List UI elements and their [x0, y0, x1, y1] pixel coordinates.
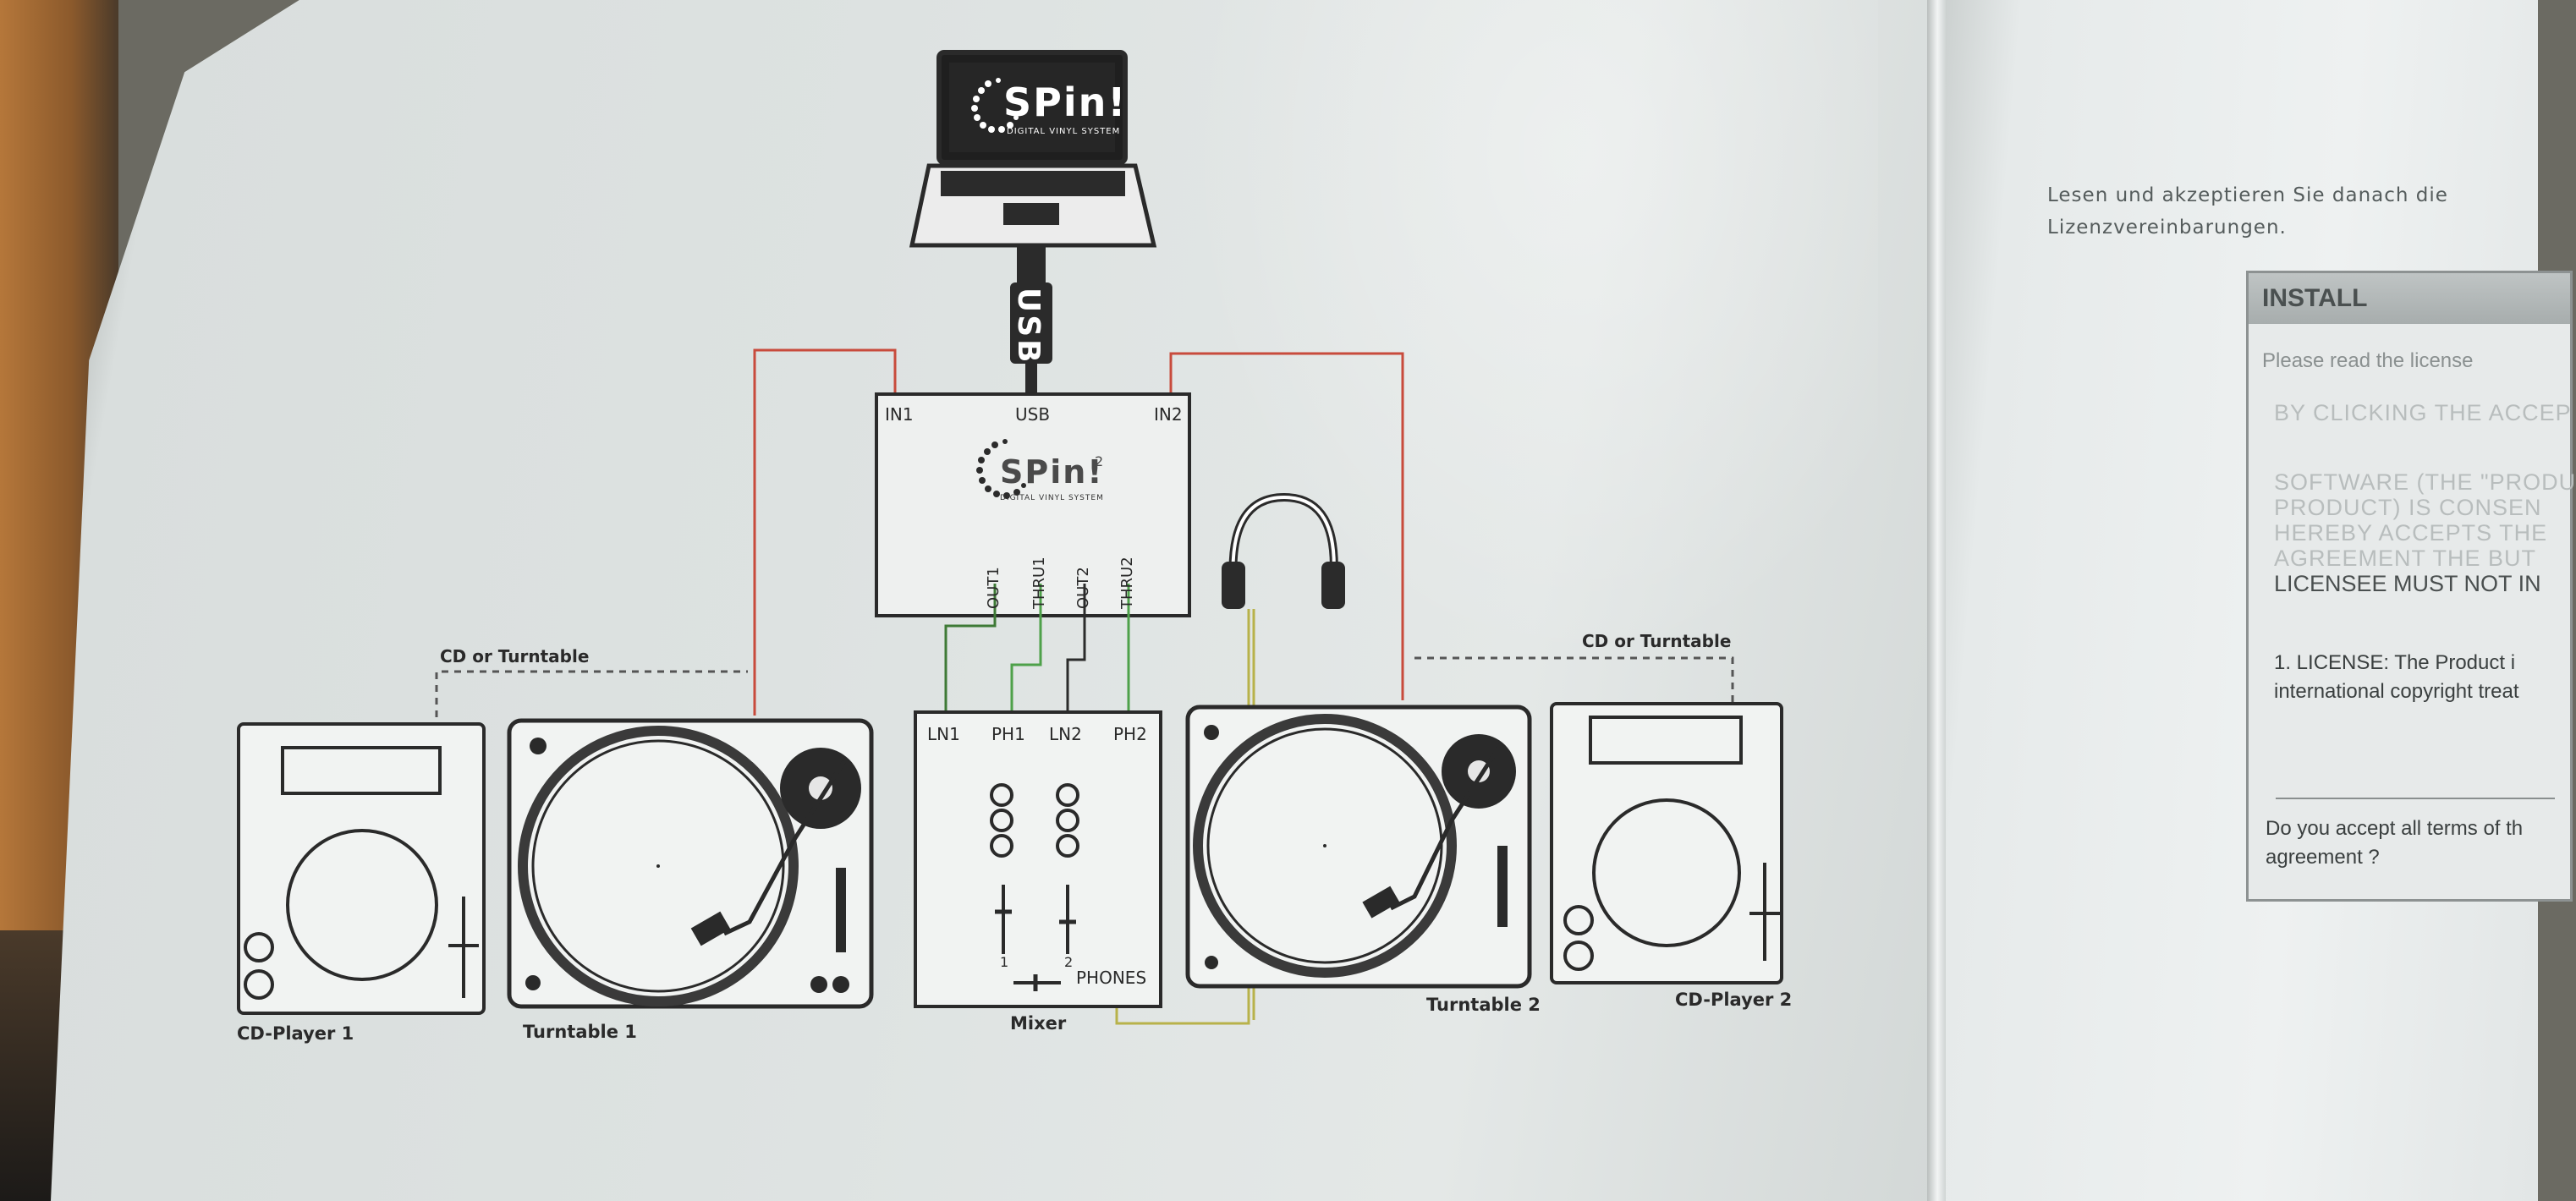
cd-player-2-label: CD-Player 2: [1675, 990, 1793, 1010]
laptop-tagline: DIGITAL VINYL SYSTEM: [1007, 127, 1121, 136]
turntable-1: [507, 718, 874, 1009]
headphone-cable: [1115, 609, 1250, 1025]
install-dialog-title: INSTALL: [2249, 273, 2570, 324]
turntable-2-label: Turntable 2: [1426, 995, 1541, 1015]
spin-interface-box: [875, 392, 1191, 617]
light-glare: [1117, 0, 1878, 761]
mixer-phones-label: PHONES: [1076, 968, 1147, 988]
install-faded-line-2: SOFTWARE (THE "PRODU: [2274, 469, 2576, 495]
german-line-1: Lesen und akzeptieren Sie danach die: [2047, 184, 2448, 206]
turntable-2: [1185, 705, 1532, 989]
laptop-brand-label: SPin!: [1003, 80, 1128, 125]
install-licensee-line: LICENSEE MUST NOT IN: [2274, 571, 2541, 596]
install-accept-question: Do you accept all terms of th agreement …: [2266, 817, 2524, 869]
german-line-2: Lizenzvereinbarungen.: [2047, 217, 2287, 239]
install-dialog-illustration: INSTALL Please read the license BY CLICK…: [2246, 271, 2576, 902]
install-license-text: 1. LICENSE: The Product i international …: [2274, 651, 2519, 703]
german-instructions: Lesen und akzeptieren Sie danach die Liz…: [2047, 179, 2448, 244]
interface-tagline: DIGITAL VINYL SYSTEM: [1000, 494, 1104, 502]
install-faded-line-5: AGREEMENT THE BUT: [2274, 546, 2537, 571]
interface-superscript: 2: [1095, 453, 1104, 469]
interface-in2-label: IN2: [1154, 404, 1183, 425]
dashed-source-lines: [435, 656, 1734, 717]
interface-in1-label: IN1: [885, 404, 914, 425]
install-divider: [2276, 798, 2555, 799]
source-note-right: CD or Turntable: [1582, 631, 1732, 651]
interface-out1-label: OUT1: [985, 567, 1002, 609]
mixer-ph2-label: PH2: [1113, 724, 1147, 744]
turntable-1-label: Turntable 1: [523, 1022, 637, 1042]
cd-player-1-label: CD-Player 1: [237, 1023, 354, 1044]
source-note-left: CD or Turntable: [440, 646, 590, 666]
interface-brand-label: SPin!: [1000, 453, 1104, 491]
interface-logo-dots: [976, 439, 1026, 499]
laptop-logo-dots: [971, 78, 1019, 133]
mixer-ln1-label: LN1: [927, 724, 960, 744]
interface-thru2-label: THRU2: [1118, 557, 1136, 609]
mixer-ln2-label: LN2: [1049, 724, 1082, 744]
mixer-channel-2-number: 2: [1064, 954, 1074, 970]
page-fold: [1927, 0, 1946, 1201]
mixer-ph1-label: PH1: [991, 724, 1025, 744]
cd-player-1: [237, 722, 486, 1015]
mixer-name-label: Mixer: [1010, 1013, 1067, 1034]
interface-usb-label: USB: [1015, 404, 1051, 425]
mixer: [914, 710, 1162, 1008]
install-please-read: Please read the license: [2262, 349, 2474, 372]
install-faded-line-3: PRODUCT) IS CONSEN: [2274, 495, 2542, 520]
install-faded-line-1: BY CLICKING THE ACCEP: [2274, 400, 2572, 425]
interface-out2-label: OUT2: [1074, 567, 1092, 609]
install-faded-line-4: HEREBY ACCEPTS THE: [2274, 520, 2548, 546]
cd-player-2: [1550, 702, 1783, 984]
interface-thru1-label: THRU1: [1030, 557, 1048, 609]
mixer-channel-1-number: 1: [1000, 954, 1009, 970]
usb-cable-label: USB: [1011, 288, 1046, 365]
red-signal-lines: [753, 348, 1404, 716]
headphones-icon: [1222, 492, 1345, 609]
laptop: [909, 50, 1157, 248]
green-signal-lines: [944, 584, 1130, 716]
usb-cable: [1010, 247, 1052, 398]
